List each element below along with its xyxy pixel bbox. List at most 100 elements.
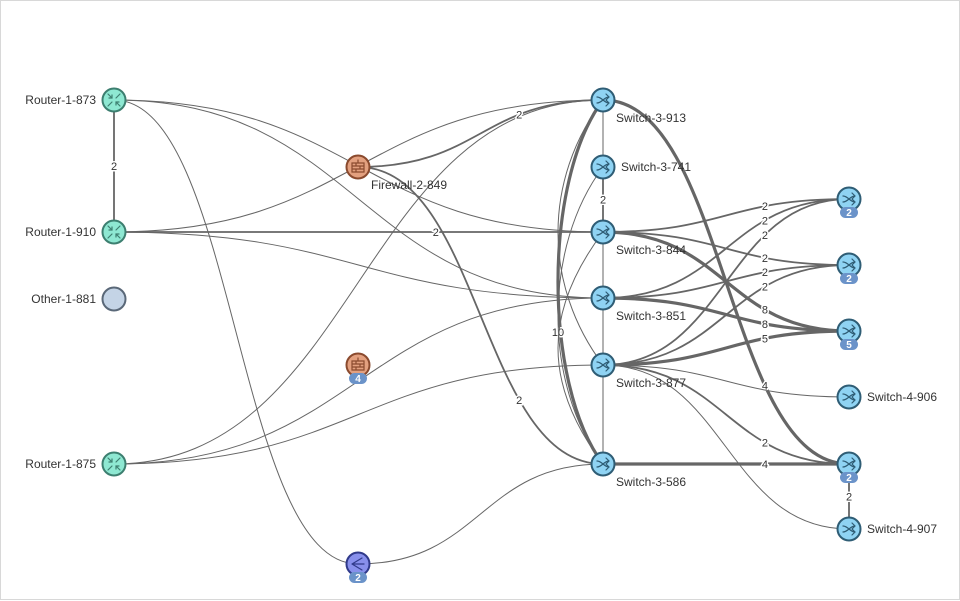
edge-fw849-s586[interactable] xyxy=(357,166,604,465)
edge-s844-g198[interactable] xyxy=(602,198,850,233)
group-count-badge: 2 xyxy=(349,572,367,584)
node-s851[interactable]: Switch-3-851 xyxy=(590,285,687,324)
switch-icon xyxy=(842,457,856,471)
node-label: Switch-3-877 xyxy=(616,376,686,390)
group-count-badge: 4 xyxy=(349,373,367,385)
switch-icon xyxy=(842,258,856,272)
edge-label: 2 xyxy=(516,395,522,407)
edge-r873-hubg[interactable] xyxy=(113,99,359,565)
router-node-circle[interactable] xyxy=(101,219,127,245)
edge-r875-s877[interactable] xyxy=(113,364,604,465)
edge-s877-g463[interactable] xyxy=(602,364,850,465)
node-label: Firewall-2-849 xyxy=(371,178,447,192)
edge-label: 2 xyxy=(762,215,768,227)
badge-count: 2 xyxy=(846,274,852,285)
edge-label: 2 xyxy=(762,230,768,242)
edge-s877-g330[interactable] xyxy=(602,329,850,367)
edge-s851-g198[interactable] xyxy=(602,198,850,299)
edge-label: 4 xyxy=(762,380,768,392)
node-label: Switch-3-844 xyxy=(616,243,686,257)
switch-icon xyxy=(842,192,856,206)
edge-label: 2 xyxy=(762,438,768,450)
hub-icon xyxy=(351,557,365,571)
node-label: Other-1-881 xyxy=(31,292,96,306)
node-hubg[interactable]: 2 xyxy=(345,551,371,585)
node-label: Switch-4-907 xyxy=(867,522,937,536)
node-layer: Router-1-873Router-1-910Other-1-881Route… xyxy=(25,87,938,585)
edge-layer: 2 2 2 2 10 2 4 2 2 8 2 2 8 2 2 5 2 4 2 xyxy=(109,98,854,565)
node-o881[interactable]: Other-1-881 xyxy=(31,286,127,312)
edge-s877-g264[interactable] xyxy=(602,264,850,366)
edge-s741-s586[interactable] xyxy=(557,166,604,465)
node-g198[interactable]: 2 xyxy=(836,186,862,220)
edge-label: 2 xyxy=(762,267,768,279)
node-s906[interactable]: Switch-4-906 xyxy=(836,384,938,410)
edge-s913-s877[interactable] xyxy=(557,99,604,366)
node-g330[interactable]: 5 xyxy=(836,318,862,352)
edge-label: 8 xyxy=(762,305,768,317)
firewall-node-circle[interactable] xyxy=(345,154,371,180)
edge-label: 2 xyxy=(433,227,439,239)
node-r873[interactable]: Router-1-873 xyxy=(25,87,127,113)
badge-count: 5 xyxy=(846,340,852,351)
switch-icon xyxy=(842,324,856,338)
edge-r910-s851[interactable] xyxy=(113,231,604,299)
node-label: Switch-3-741 xyxy=(621,160,691,174)
switch-icon xyxy=(596,358,610,372)
firewall-icon xyxy=(351,357,365,371)
switch-icon xyxy=(596,160,610,174)
firewall-icon xyxy=(351,159,365,173)
edge-s877-g198[interactable] xyxy=(602,198,850,366)
node-s877[interactable]: Switch-3-877 xyxy=(590,352,687,391)
node-fwg[interactable]: 4 xyxy=(345,352,371,386)
edge-s844-s586[interactable] xyxy=(557,231,604,465)
edge-label: 2 xyxy=(762,253,768,265)
group-count-badge: 2 xyxy=(840,273,858,285)
edge-r875-s913[interactable] xyxy=(113,99,604,465)
node-s913[interactable]: Switch-3-913 xyxy=(590,87,687,126)
node-s586[interactable]: Switch-3-586 xyxy=(590,451,687,490)
edge-s877-s907[interactable] xyxy=(602,364,850,530)
router-node-circle[interactable] xyxy=(101,451,127,477)
edge-s877-s906[interactable] xyxy=(602,364,850,398)
node-r875[interactable]: Router-1-875 xyxy=(25,451,127,477)
edge-label: 2 xyxy=(762,201,768,213)
node-label: Router-1-873 xyxy=(25,93,96,107)
edge-label: 2 xyxy=(762,282,768,294)
node-s844[interactable]: Switch-3-844 xyxy=(590,219,687,258)
badge-count: 2 xyxy=(846,473,852,484)
router-icon xyxy=(107,93,121,107)
edge-label: 10 xyxy=(552,327,564,339)
switch-icon xyxy=(842,522,856,536)
node-g463[interactable]: 2 xyxy=(836,451,862,485)
node-label: Switch-3-586 xyxy=(616,475,686,489)
switch-icon xyxy=(596,225,610,239)
node-r910[interactable]: Router-1-910 xyxy=(25,219,127,245)
badge-count: 2 xyxy=(355,573,361,584)
node-label: Router-1-875 xyxy=(25,457,96,471)
edge-r873-s851[interactable] xyxy=(113,99,604,299)
switch-icon xyxy=(596,93,610,107)
router-node-circle[interactable] xyxy=(101,87,127,113)
badge-count: 2 xyxy=(846,208,852,219)
node-fw849[interactable]: Firewall-2-849 xyxy=(345,154,448,193)
edge-hubg-s586[interactable] xyxy=(357,463,604,565)
edge-s913-s586[interactable] xyxy=(556,99,605,465)
group-count-badge: 2 xyxy=(840,207,858,219)
other-node-circle[interactable] xyxy=(101,286,127,312)
node-label: Router-1-910 xyxy=(25,225,96,239)
node-label: Switch-4-906 xyxy=(867,390,937,404)
edge-label: 8 xyxy=(762,319,768,331)
node-label: Switch-3-913 xyxy=(616,111,686,125)
edge-fw849-s913[interactable] xyxy=(357,99,604,168)
node-g264[interactable]: 2 xyxy=(836,252,862,286)
edge-label: 4 xyxy=(762,459,768,471)
node-s907[interactable]: Switch-4-907 xyxy=(836,516,938,542)
edge-label: 2 xyxy=(846,492,852,504)
switch-icon xyxy=(596,457,610,471)
edge-label: 2 xyxy=(600,195,606,207)
node-s741[interactable]: Switch-3-741 xyxy=(590,154,692,180)
edge-label: 2 xyxy=(516,110,522,122)
